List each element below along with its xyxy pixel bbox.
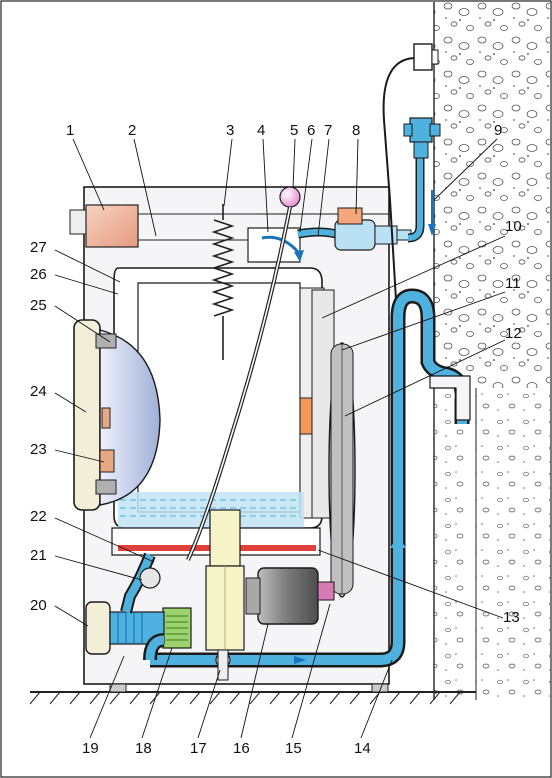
door-hinge-bottom [95, 479, 117, 495]
callout-26: 26 [30, 266, 47, 283]
callout-23: 23 [30, 441, 47, 458]
callout-8: 8 [352, 122, 360, 139]
pulley-assembly [299, 289, 356, 598]
callout-6: 6 [307, 122, 315, 139]
door-handle [101, 407, 111, 429]
callout-27: 27 [30, 239, 47, 256]
door-lock [99, 449, 115, 473]
callout-25: 25 [30, 297, 47, 314]
water-tap-icon [403, 117, 441, 159]
callout-22: 22 [30, 508, 47, 525]
callout-3: 3 [226, 122, 234, 139]
spring-icon [211, 204, 235, 360]
foot-left [109, 683, 127, 693]
door-glass [99, 329, 161, 506]
supply-hose [407, 148, 436, 243]
callout-11: 11 [505, 275, 521, 292]
door-hinge-top [95, 333, 117, 349]
callout-2: 2 [128, 122, 136, 139]
callout-7: 7 [324, 122, 332, 139]
callout-21: 21 [30, 547, 47, 564]
control-block [69, 204, 260, 248]
callout-9: 9 [494, 122, 502, 139]
callout-5: 5 [290, 122, 298, 139]
callout-numbers: 1 2 3 4 5 6 7 8 9 10 11 12 13 14 15 16 1… [30, 122, 522, 757]
callout-16: 16 [233, 740, 250, 757]
callout-4: 4 [257, 122, 265, 139]
filter-icon [85, 601, 165, 655]
callout-24: 24 [30, 383, 47, 400]
callout-18: 18 [135, 740, 152, 757]
callout-12: 12 [505, 325, 522, 342]
check-ball-icon [139, 567, 161, 589]
foot-right [371, 683, 389, 693]
callout-20: 20 [30, 597, 47, 614]
callout-1: 1 [66, 122, 74, 139]
callout-17: 17 [190, 740, 207, 757]
callout-13: 13 [503, 609, 520, 626]
detergent-dispenser [247, 227, 304, 263]
callout-10: 10 [505, 218, 522, 235]
floor [29, 691, 476, 705]
leader-lines [54, 138, 506, 739]
door [73, 319, 161, 511]
level-sensor-ball-icon [186, 186, 301, 561]
drain-hose-icon [150, 288, 470, 668]
pump-icon [162, 607, 192, 649]
damper-icon [205, 509, 245, 681]
hose-bracket [429, 375, 471, 421]
callout-15: 15 [285, 740, 302, 757]
motor-icon [245, 567, 335, 625]
callout-19: 19 [82, 740, 99, 757]
sump-pipe [120, 552, 165, 661]
callout-14: 14 [354, 740, 371, 757]
wall [433, 2, 550, 700]
inlet-valve [334, 207, 412, 251]
